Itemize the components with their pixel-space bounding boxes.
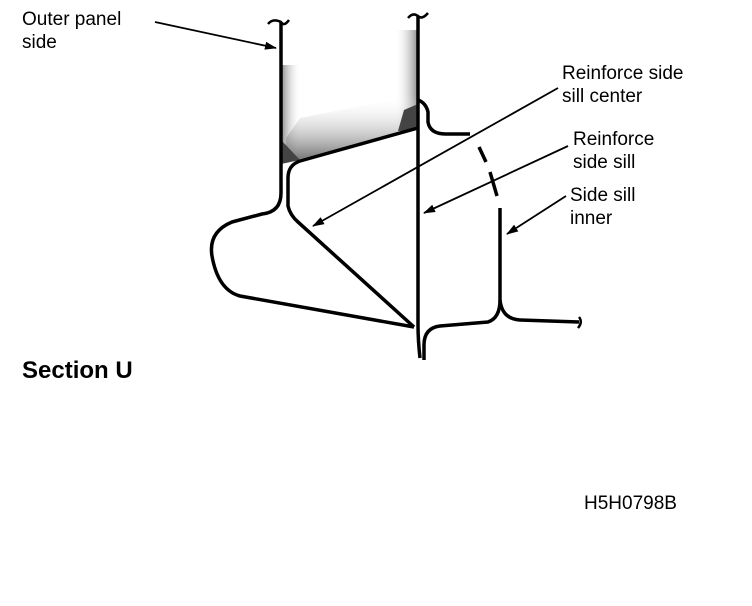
leader-side-sill-inner [506,195,567,235]
right-corner-shading [398,104,418,131]
leader-outer-panel [154,21,277,50]
figure-code: H5H0798B [584,493,677,514]
label-line: side [22,32,57,53]
side-sill-inner-dashed [477,146,499,197]
side-sill-inner-flange [498,299,580,324]
label-line: Outer panel [22,9,122,30]
section-title: Section U [22,357,133,384]
reinforce-center-line [286,126,419,329]
leader-lines [154,21,569,235]
leader-reinforce-sill [423,145,569,214]
label-line: inner [570,208,613,229]
side-sill-inner-top [417,98,470,136]
label-line: Reinforce side [562,63,684,84]
label-line: Side sill [570,185,636,206]
channel-shading [281,30,418,164]
left-corner-shading [281,140,300,164]
label-line: side sill [573,152,636,173]
label-outer-panel-side: Outer panel side [22,8,121,54]
reinforce-top-curl [407,12,429,19]
flange-end-curl [577,316,582,329]
floor-shading [285,95,418,163]
reinforce-side-sill-line [416,16,422,359]
outer-panel-top-curl [267,19,291,26]
label-side-sill-inner: Side sill inner [570,184,635,230]
label-reinforce-side-sill-center: Reinforce side sill center [562,62,683,108]
leader-reinforce-center [312,87,559,227]
side-sill-inner-line [422,208,502,360]
outer-panel-side-line [209,22,415,329]
label-line: sill center [562,86,643,107]
label-line: Reinforce [573,129,655,150]
label-reinforce-side-sill: Reinforce side sill [573,128,654,174]
